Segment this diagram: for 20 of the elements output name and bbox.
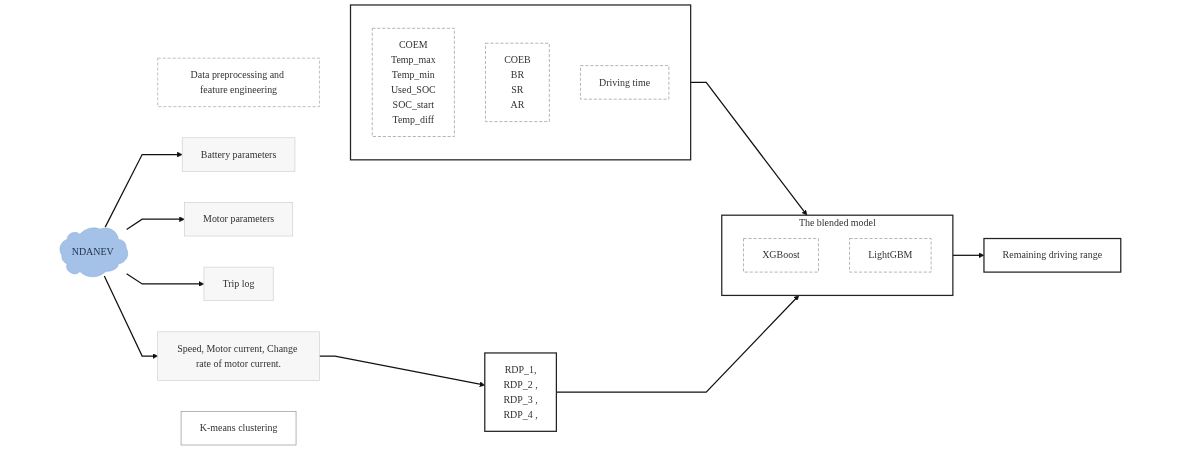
node-box: Speed, Motor current, Change rate of motor current. — [157, 331, 320, 381]
arrow — [126, 273, 205, 287]
node-box: Motor parameters — [184, 202, 294, 237]
node-box: XGBoost — [743, 238, 819, 273]
node-box: K-means clustering — [180, 411, 297, 446]
node-box: Battery parameters — [182, 137, 296, 172]
node-box: COEM Temp_max Temp_min Used_SOC SOC_start Temp_diff — [372, 28, 455, 137]
node-box: Remaining driving range — [983, 237, 1122, 273]
node-box: Driving time — [580, 65, 670, 100]
arrow — [690, 81, 808, 216]
arrow — [103, 275, 159, 359]
node-box: LightGBM — [849, 238, 932, 273]
node-box: COEB BR SR AR — [485, 42, 550, 122]
cluster — [350, 4, 692, 161]
arrow — [104, 151, 183, 228]
node-box: Data preprocessing and feature engineering — [157, 57, 320, 107]
arrow — [126, 216, 185, 231]
node-box: Trip log — [203, 266, 274, 302]
arrow — [952, 252, 985, 259]
node-box: RDP_1, RDP_2 , RDP_3 , RDP_4 , — [484, 352, 558, 432]
